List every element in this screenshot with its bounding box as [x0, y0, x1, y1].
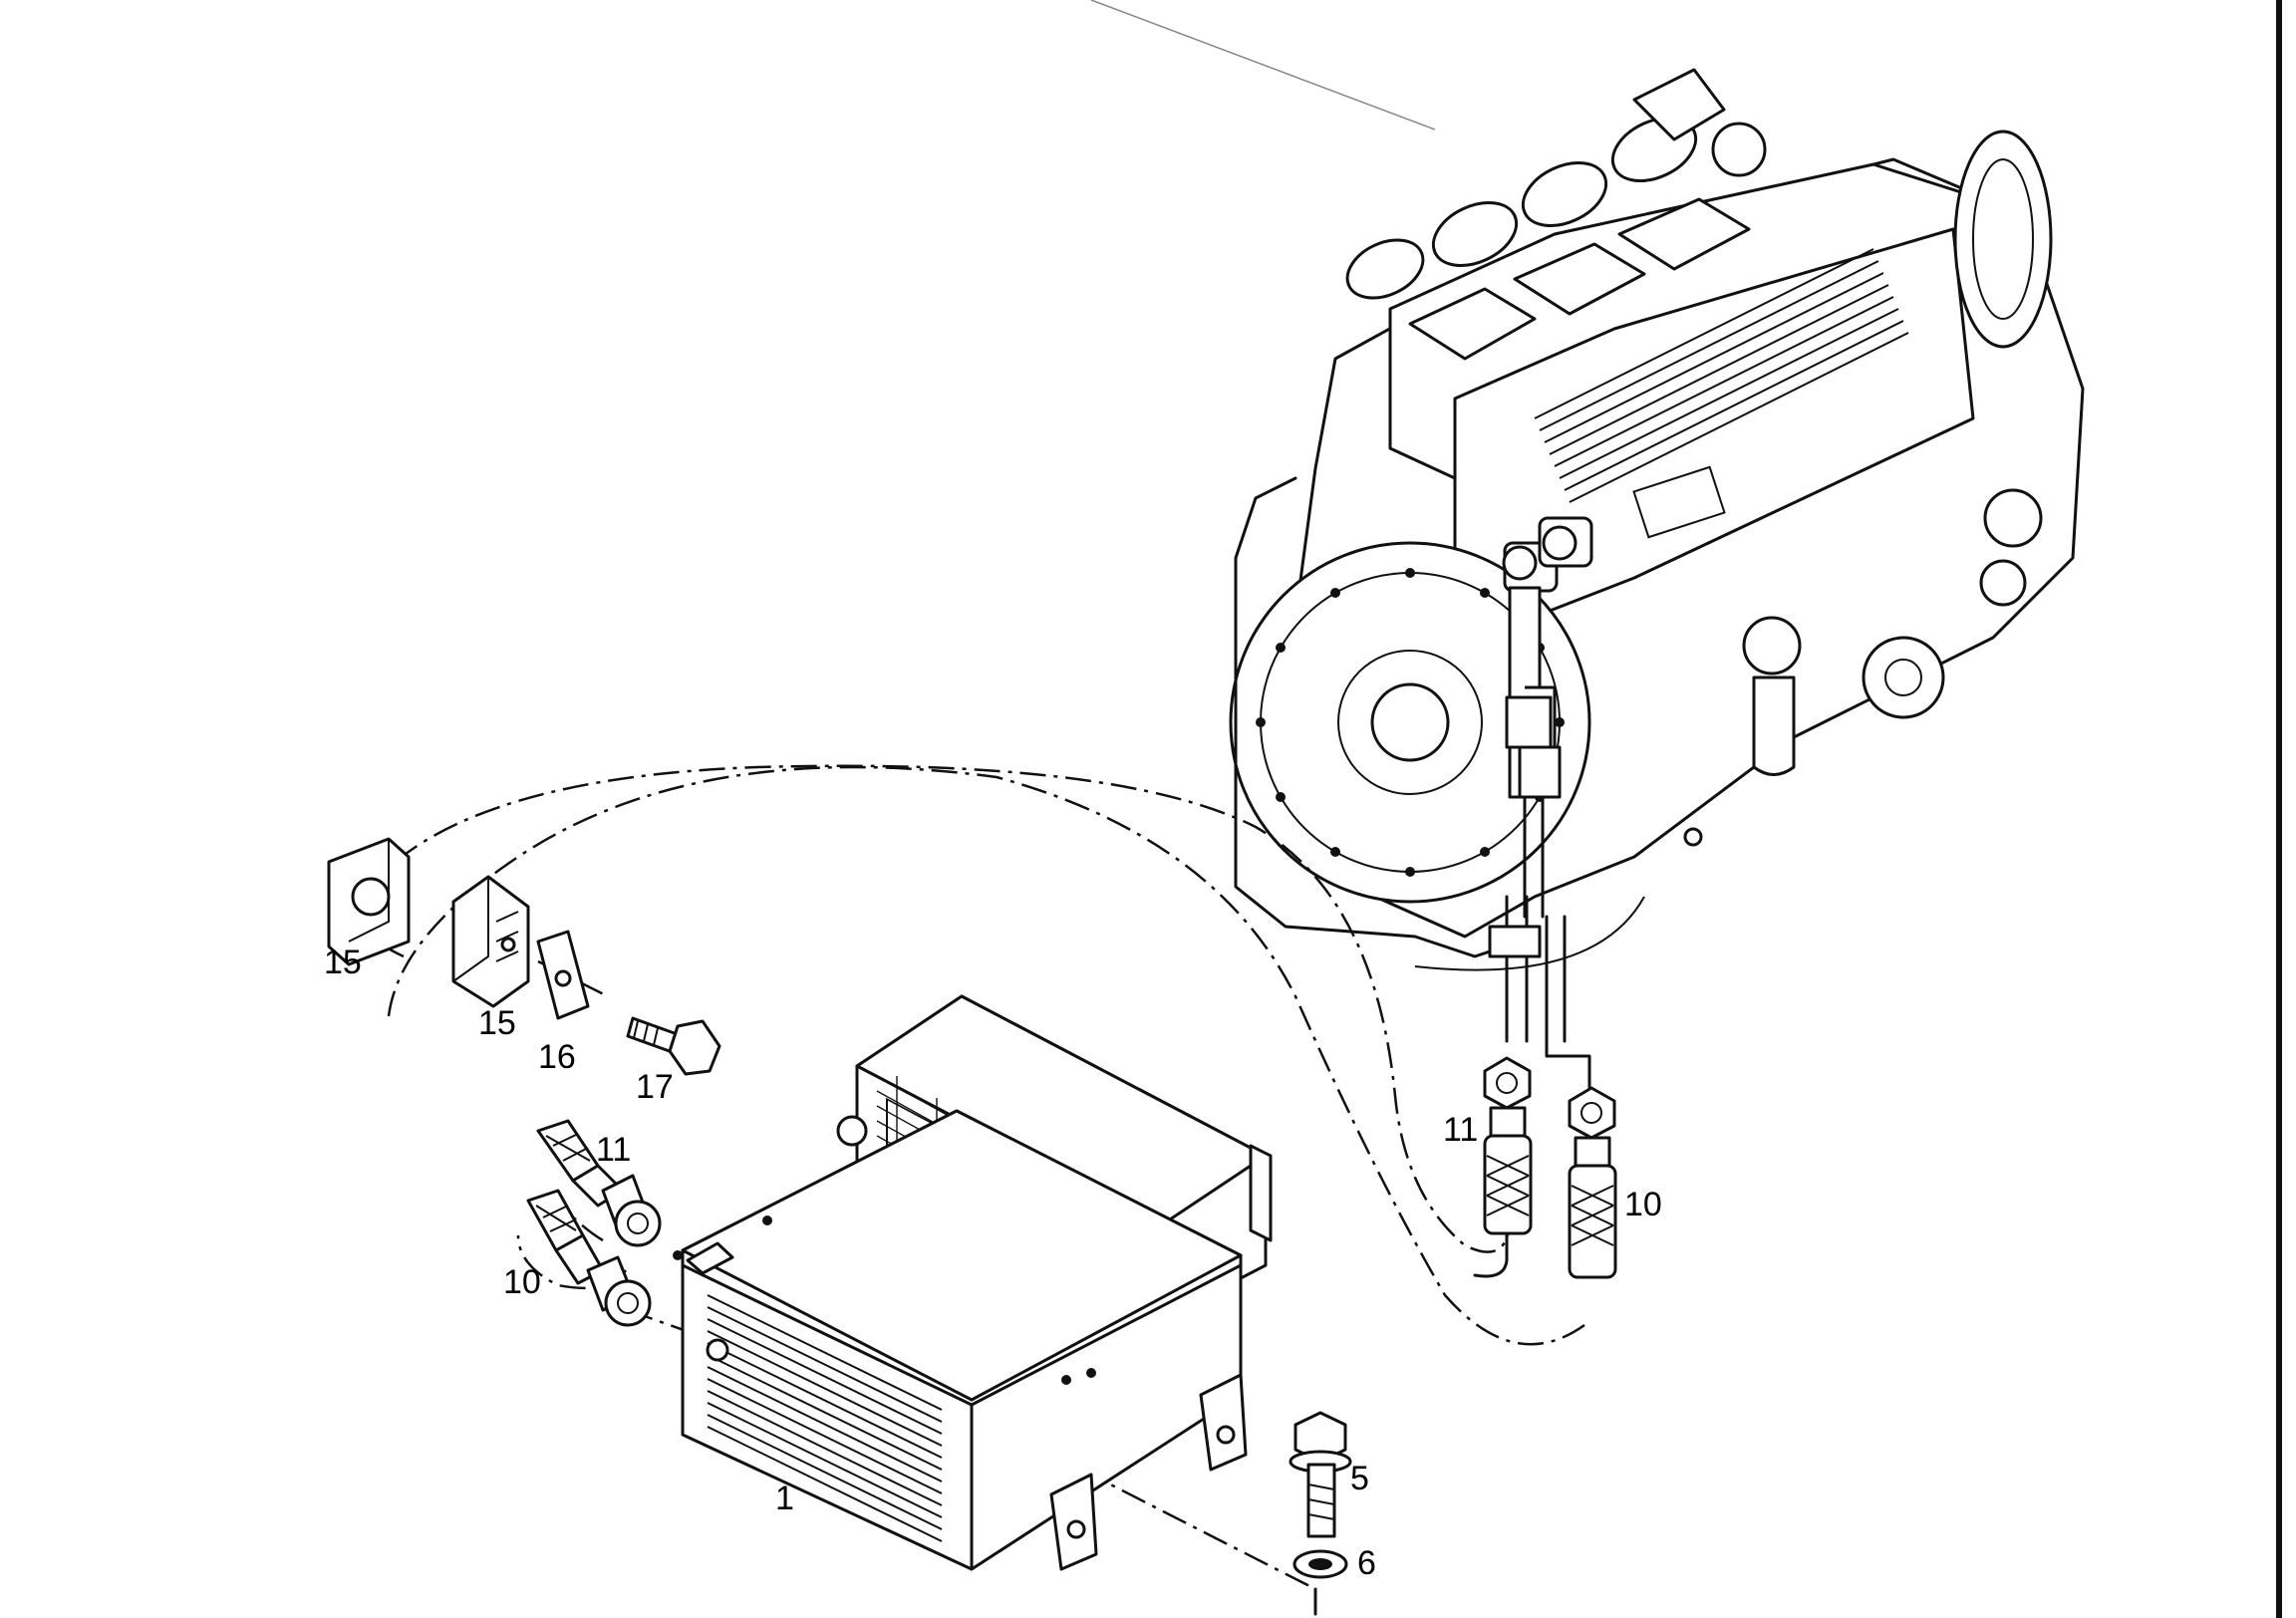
clamp-half-b	[451, 875, 530, 1008]
label-clamp-half-a: 15	[324, 944, 362, 981]
flywheel-housing	[1234, 476, 1537, 958]
valve-covers	[1408, 197, 1751, 361]
name-plate	[1632, 465, 1726, 539]
label-washer: 6	[1357, 1544, 1376, 1582]
label-hose-left-11: 11	[596, 1131, 631, 1169]
screw	[626, 1016, 721, 1076]
scan-artifact-line	[1090, 0, 1436, 131]
engine-bracket	[1488, 925, 1542, 958]
hose-left-10	[526, 1189, 652, 1327]
engine-oil-ports	[1502, 516, 1593, 593]
label-plate: 16	[538, 1038, 576, 1076]
engine-assembly	[1229, 68, 2085, 1098]
fan-side-flange	[1249, 1144, 1273, 1242]
label-screw: 17	[636, 1068, 674, 1106]
bolt	[1289, 1411, 1352, 1538]
cooling-fan	[1953, 130, 2053, 349]
clamp-half-a	[327, 837, 411, 966]
hose-right-11	[1473, 1056, 1533, 1278]
label-clamp-half-b: 15	[478, 1004, 516, 1042]
oil-pipe-nut-a	[1505, 695, 1553, 749]
plate	[536, 930, 590, 1020]
label-bolt: 5	[1350, 1460, 1369, 1497]
label-oil-cooler: 1	[775, 1480, 794, 1517]
washer	[1292, 1549, 1348, 1579]
oil-filter	[1752, 675, 1796, 776]
flywheel	[1229, 541, 1591, 904]
oil-line-right	[1545, 915, 1591, 1098]
hose-right-10	[1568, 1086, 1617, 1279]
radiator-fins	[707, 1294, 943, 1542]
label-hose-right-11: 11	[1443, 1111, 1478, 1149]
label-hose-left-10: 10	[503, 1263, 541, 1301]
oil-cooler	[673, 994, 1273, 1571]
oil-pipe-nut-b	[1518, 745, 1562, 799]
cooling-fins	[1534, 248, 1909, 503]
oil-filter-flange	[1742, 616, 1802, 675]
fan-connector	[836, 1115, 868, 1147]
mount-foot-right	[1199, 1373, 1248, 1472]
hose-left-11	[536, 1119, 662, 1247]
label-hose-right-10: 10	[1624, 1186, 1662, 1223]
intake-manifold	[1345, 68, 1767, 300]
part-labels: 1 5 6 10 11 10 11 15 15 16 17	[324, 944, 1662, 1582]
oil-pump	[1862, 636, 1945, 719]
